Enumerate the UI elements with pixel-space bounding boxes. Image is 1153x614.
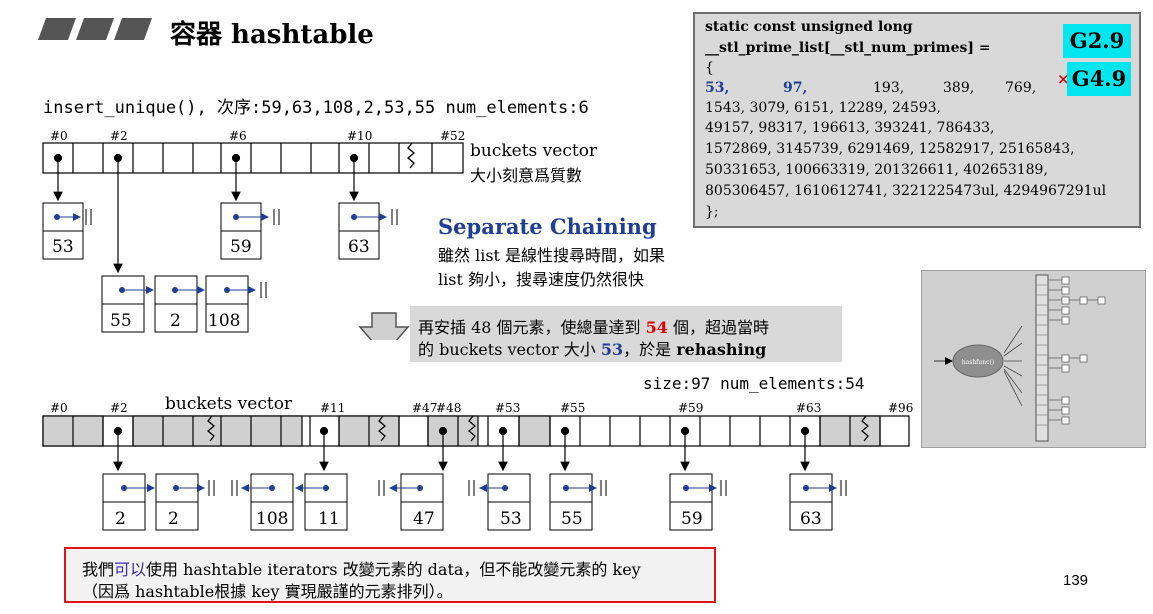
page-number: 139 xyxy=(1063,572,1089,589)
hash-function-illustration: hashfunc() xyxy=(921,270,1146,448)
iterator-note-box: 我們可以使用 hashtable iterators 改變元素的 data，但不… xyxy=(64,547,716,603)
top-label-6: #6 xyxy=(229,129,247,143)
svg-text:11: 11 xyxy=(318,509,340,529)
svg-text:108: 108 xyxy=(208,311,240,331)
insert-order-line: insert_unique(), 次序:59,63,108,2,53,55 nu… xyxy=(43,98,589,118)
rehash-note-box: 再安插 48 個元素，使總量達到 54 個，超過當時 的 buckets vec… xyxy=(410,306,842,362)
svg-text:59: 59 xyxy=(681,509,703,529)
bottom-node-63: 63 xyxy=(789,473,847,531)
bottom-hashtable-diagram: #0 #2 #11 #47 #48 #53 #55 #59 #63 #96 xyxy=(42,401,913,531)
svg-text:2: 2 xyxy=(115,509,126,529)
separate-chaining-title: Separate Chaining xyxy=(438,214,657,239)
top-node-63: 63 xyxy=(338,202,398,260)
badge-g49-mark: × xyxy=(1057,70,1070,88)
bottom-label-48: #48 xyxy=(436,401,461,415)
note-line-2: （因爲 hashtable根據 key 實現嚴謹的元素排列）。 xyxy=(82,582,453,601)
top-label-52: #52 xyxy=(440,129,465,143)
badge-g29: G2.9 xyxy=(1063,24,1131,58)
svg-text:63: 63 xyxy=(800,509,822,529)
bottom-node-47: 47 xyxy=(378,473,444,531)
page-title: 容器 hashtable xyxy=(170,20,374,50)
bottom-buckets-vector-label: buckets vector xyxy=(165,394,293,414)
bottom-label-96: #96 xyxy=(888,401,913,415)
bottom-node-59: 59 xyxy=(669,473,727,531)
svg-text:53: 53 xyxy=(52,237,74,257)
top-hashtable-diagram: #0 #2 #6 #10 #52 xyxy=(42,129,465,340)
svg-text:59: 59 xyxy=(230,237,252,257)
badge-g49: G4.9 xyxy=(1067,62,1131,96)
code-line-10: }; xyxy=(705,204,719,220)
top-label-10: #10 xyxy=(347,129,372,143)
svg-text:2: 2 xyxy=(170,311,181,331)
bottom-label-59: #59 xyxy=(678,401,703,415)
code-line-6: 49157, 98317, 196613, 393241, 786433, xyxy=(705,120,995,136)
bottom-label-55: #55 xyxy=(560,401,585,415)
svg-text:108: 108 xyxy=(256,509,288,529)
bottom-break-marks xyxy=(206,415,870,442)
top-chain-55-2-108: 55 2 108 xyxy=(101,275,267,333)
bottom-label-53: #53 xyxy=(495,401,520,415)
code-line-9: 805306457, 1610612741, 3221225473ul, 429… xyxy=(705,183,1107,199)
svg-text:55: 55 xyxy=(110,311,132,331)
code-line-2: __stl_prime_list[__stl_num_primes] = xyxy=(705,40,991,56)
bottom-node-55: 55 xyxy=(549,473,607,531)
svg-text:63: 63 xyxy=(348,237,370,257)
bottom-bucket-vector xyxy=(42,415,910,447)
code-line-5: 1543, 3079, 6151, 12289, 24593, xyxy=(705,100,942,116)
bottom-label-11: #11 xyxy=(320,401,345,415)
svg-text:47: 47 xyxy=(413,509,435,529)
separate-chaining-line-1: 雖然 list 是線性搜尋時間，如果 xyxy=(438,246,666,265)
top-node-59: 59 xyxy=(220,202,280,260)
code-line-7: 1572869, 3145739, 6291469, 12582917, 251… xyxy=(705,141,1075,157)
rehash-line-1: 再安插 48 個元素，使總量達到 54 個，超過當時 xyxy=(418,318,769,337)
code-line-3: { xyxy=(705,60,714,76)
bottom-label-47: #47 xyxy=(412,401,437,415)
bottom-chain-2-2: 2 2 xyxy=(102,473,215,531)
top-buckets-vector-sublabel: 大小刻意爲質數 xyxy=(470,166,583,185)
bottom-node-53: 53 xyxy=(468,473,531,531)
svg-text:2: 2 xyxy=(168,509,179,529)
top-node-53: 53 xyxy=(42,202,92,260)
separate-chaining-line-2: list 夠小，搜尋速度仍然很快 xyxy=(438,270,644,289)
size-line: size:97 num_elements:54 xyxy=(643,374,865,393)
hashfunc-label: hashfunc() xyxy=(962,359,994,366)
bottom-label-63: #63 xyxy=(796,401,821,415)
bottom-label-0: #0 xyxy=(50,401,68,415)
separate-chaining-body: 雖然 list 是線性搜尋時間，如果 list 夠小，搜尋速度仍然很快 xyxy=(438,244,665,292)
svg-text:53: 53 xyxy=(500,509,522,529)
svg-text:55: 55 xyxy=(561,509,583,529)
top-buckets-vector-label: buckets vector xyxy=(470,141,598,161)
top-label-0: #0 xyxy=(50,129,68,143)
down-arrow-icon xyxy=(358,312,410,340)
note-line-1: 我們可以使用 hashtable iterators 改變元素的 data，但不… xyxy=(82,560,641,579)
code-line-8: 50331653, 100663319, 201326611, 40265318… xyxy=(705,162,1048,178)
rehash-line-2: 的 buckets vector 大小 53，於是 rehashing xyxy=(418,340,767,359)
bottom-chain-108-11: 108 11 xyxy=(231,473,348,531)
bottom-label-2: #2 xyxy=(110,401,128,415)
top-label-2: #2 xyxy=(110,129,128,143)
top-break-mark xyxy=(406,142,416,169)
top-bucket-vector xyxy=(42,142,464,174)
code-line-1: static const unsigned long xyxy=(705,19,913,35)
prime-list-code-box: static const unsigned long __stl_prime_l… xyxy=(693,12,1141,228)
